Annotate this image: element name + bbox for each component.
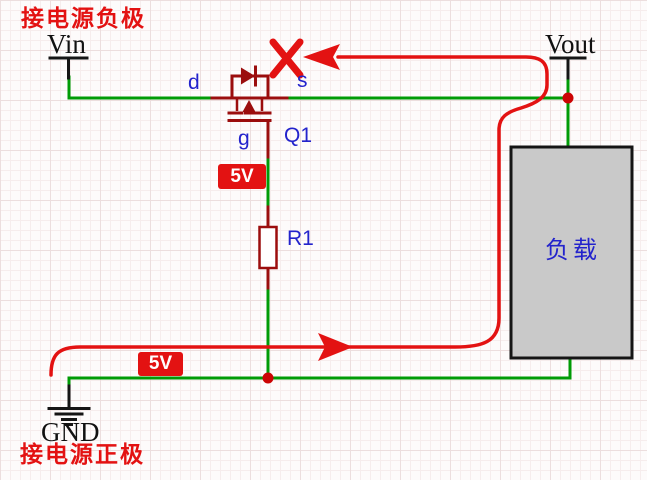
resistor-ref-label: R1 xyxy=(287,227,314,250)
bottom-note: 接电源正极 xyxy=(20,441,145,467)
mosfet-pin-source-label: s xyxy=(297,69,308,92)
current-arrow-right-icon xyxy=(318,333,353,361)
wire-net xyxy=(67,75,572,390)
wire-vin-to-drain xyxy=(67,75,214,100)
load-box xyxy=(509,145,634,360)
mosfet-substrate-arrow-icon xyxy=(242,100,256,112)
current-flow-path xyxy=(49,38,549,377)
vout-terminal-icon xyxy=(549,56,587,80)
gnd-label: GND xyxy=(41,417,100,447)
vin-terminal-icon xyxy=(48,56,89,80)
vin-label: Vin xyxy=(47,29,86,59)
gate-voltage-badge: 5V xyxy=(218,164,266,189)
top-note: 接电源负极 xyxy=(21,5,146,31)
bottom-voltage-badge: 5V xyxy=(138,352,183,376)
resistor-symbol xyxy=(258,205,278,290)
current-arrow-left-icon xyxy=(303,44,340,70)
mosfet-pin-gate-label: g xyxy=(238,127,250,150)
load-label: 负载 xyxy=(545,237,601,264)
body-diode-anode-icon xyxy=(241,67,255,85)
mosfet-symbol xyxy=(210,65,289,159)
blocked-x-icon xyxy=(269,38,304,79)
mosfet-contacts xyxy=(235,98,264,111)
mosfet-pin-drain-label: d xyxy=(188,71,200,94)
mosfet-ref-label: Q1 xyxy=(284,124,313,147)
junction-dot-vout xyxy=(562,92,574,104)
junction-dot-bottom xyxy=(262,372,274,384)
vout-label: Vout xyxy=(545,29,596,59)
ground-icon xyxy=(47,384,91,426)
mosfet-body-diode-loop xyxy=(230,74,270,100)
